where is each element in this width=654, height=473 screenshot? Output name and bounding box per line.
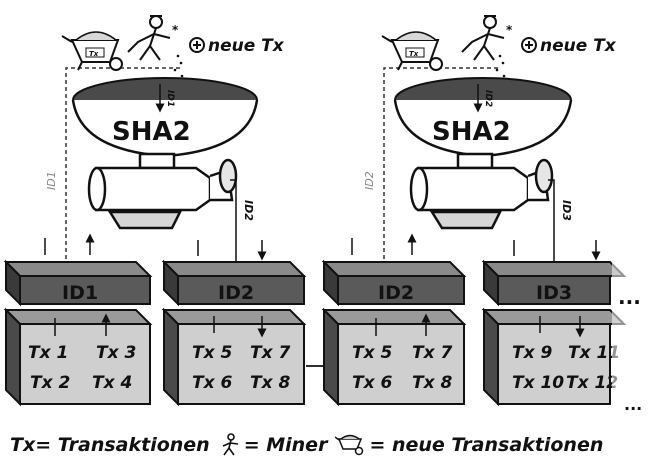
tx-cell: Tx 7: [250, 343, 290, 363]
block-3: ID2 Tx 5 Tx 7 Tx 6 Tx 8: [321, 238, 467, 407]
hash-stage-1: ID1 Tx * neue Tx: [45, 15, 285, 283]
input-id-label: ID2: [483, 90, 493, 107]
new-tx-text: neue Tx: [208, 36, 285, 56]
legend-wheelbarrow-icon: [335, 434, 364, 456]
block-2: ID2 Tx 5 Tx 7 Tx 6 Tx 8: [161, 240, 307, 407]
grinder-body: [409, 152, 554, 230]
feed-line: [383, 67, 498, 280]
tx-cell: Tx 9: [512, 343, 552, 363]
tx-cell: Tx 8: [412, 373, 452, 393]
tx-cell: Tx 12: [566, 373, 618, 393]
tx-cell: Tx 6: [192, 373, 232, 393]
wheelbarrow-icon: Tx: [381, 31, 443, 71]
continuation-dots: ...: [618, 285, 641, 309]
new-tx-text: neue Tx: [540, 36, 617, 56]
tx-cell: Tx 5: [352, 343, 392, 363]
sparkle-icon: *: [172, 23, 179, 37]
legend-tx-term: Tx: [10, 434, 36, 456]
tx-cell: Tx 11: [568, 343, 620, 363]
hash-stage-2: ID2 Tx * neue Tx SHA2: [363, 15, 617, 283]
output-id-label: ID2: [242, 200, 255, 221]
grinder-bowl: SHA2 ID2: [393, 77, 573, 158]
output-arrow: [548, 179, 559, 283]
hash-label: SHA2: [112, 117, 191, 147]
tx-cell: Tx 6: [352, 373, 392, 393]
side-id-label: ID2: [363, 171, 376, 190]
block-4: ID3 Tx 9 Tx 11 Tx 10 Tx 12: [481, 240, 628, 412]
new-tx-label-1: neue Tx: [189, 36, 285, 56]
tx-cell: Tx 3: [96, 343, 136, 363]
output-arrow: [230, 179, 241, 283]
tx-cell: Tx 4: [92, 373, 132, 393]
tx-cell: Tx 7: [412, 343, 452, 363]
block-1: ID1 Tx 1 Tx 3 Tx 2 Tx 4: [3, 238, 153, 407]
side-id-label: ID1: [45, 171, 58, 190]
legend-new-tx-meaning: = neue Transaktionen: [369, 434, 604, 456]
output-id-label: ID3: [560, 200, 573, 221]
grinder-body: [87, 152, 238, 230]
block-id: ID2: [218, 282, 254, 304]
legend: Tx = Transaktionen = Miner = neue Transa…: [10, 430, 644, 460]
miner-icon: [461, 15, 505, 61]
block-id: ID3: [536, 282, 572, 304]
wheelbarrow-label: Tx: [89, 50, 99, 58]
tx-cell: Tx 8: [250, 373, 290, 393]
legend-tx-meaning: = Transaktionen: [35, 434, 210, 456]
new-tx-label-2: neue Tx: [521, 36, 617, 56]
tx-cell: Tx 10: [512, 373, 564, 393]
tx-cell: Tx 1: [28, 343, 68, 363]
tx-cell: Tx 2: [30, 373, 70, 393]
wheelbarrow-label: Tx: [409, 50, 419, 58]
feed-line: [65, 67, 180, 280]
tx-cell: Tx 5: [192, 343, 232, 363]
block-id: ID1: [62, 282, 98, 304]
legend-miner-icon: [222, 433, 238, 456]
wheelbarrow-icon: Tx: [61, 31, 123, 71]
legend-miner-meaning: = Miner: [243, 434, 328, 456]
miner-icon: [127, 15, 171, 61]
block-id: ID2: [378, 282, 414, 304]
grinder-bowl: SHA2 ID1: [71, 77, 259, 158]
hash-label: SHA2: [432, 117, 511, 147]
input-id-label: ID1: [165, 90, 175, 107]
continuation-dots-lower: ...: [624, 395, 642, 414]
sparkle-icon: *: [506, 23, 513, 37]
